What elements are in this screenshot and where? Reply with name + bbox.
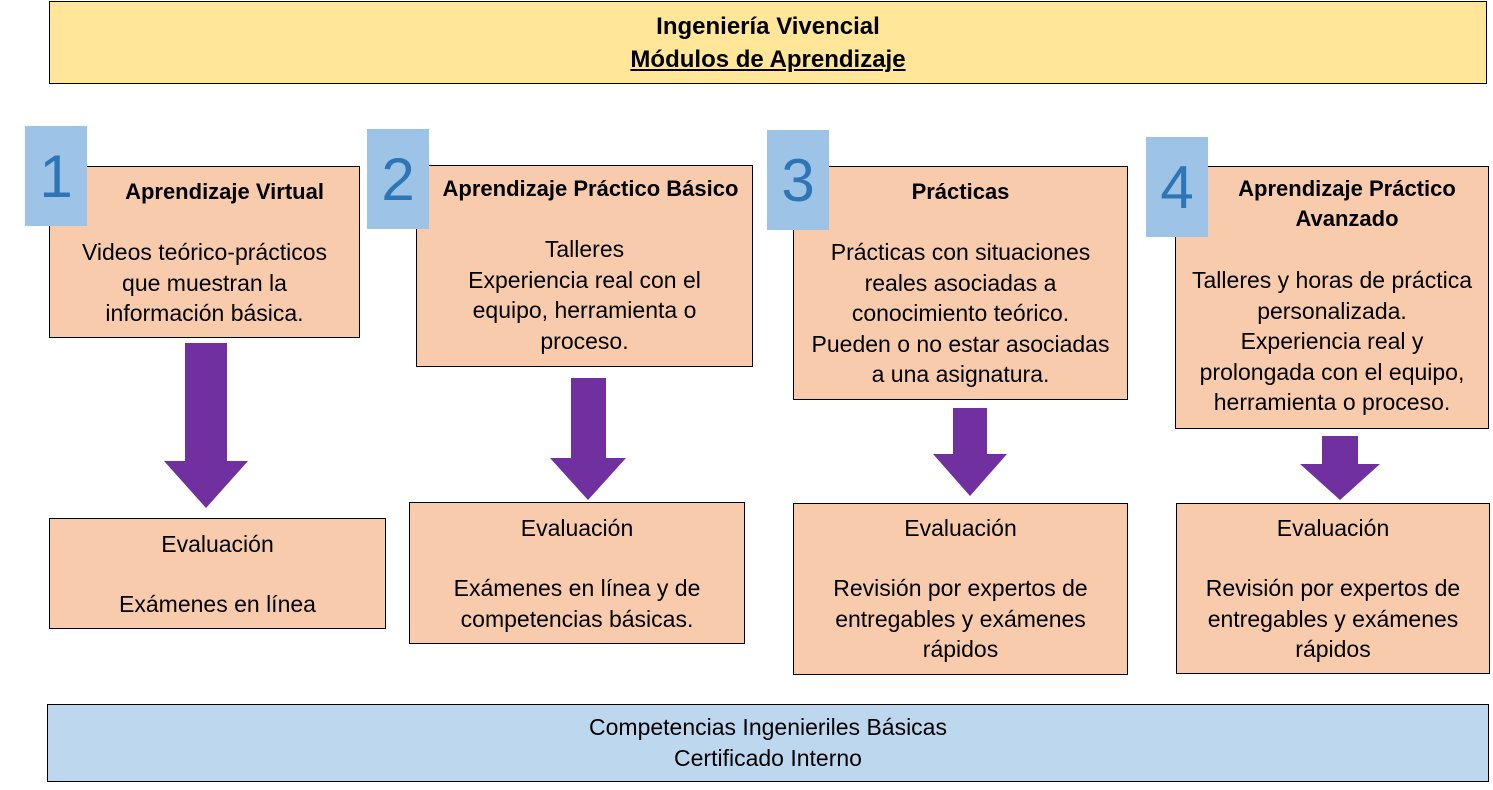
- diagram-header: Ingeniería Vivencial Módulos de Aprendiz…: [49, 1, 1487, 84]
- module-number-badge-4: 4: [1146, 137, 1208, 237]
- evaluation-title-2: Evaluación: [520, 515, 634, 541]
- module-description-2: Talleres Experiencia real con el equipo,…: [417, 234, 752, 356]
- evaluation-description-line: competencias básicas.: [460, 605, 694, 632]
- module-description-line: personalizada.: [1257, 297, 1407, 324]
- evaluation-description-line: Exámenes en línea: [119, 591, 316, 617]
- module-description-line: Experiencia real y: [1240, 328, 1424, 354]
- down-arrow-4: [1300, 436, 1380, 500]
- evaluation-description-1: Exámenes en línea: [50, 589, 385, 620]
- module-description-line: Prácticas con situaciones: [830, 239, 1091, 265]
- module-title-4: Aprendizaje Práctico Avanzado: [1206, 174, 1488, 234]
- header-title: Ingeniería Vivencial: [656, 12, 880, 40]
- evaluation-description-line: rápidos: [922, 636, 999, 662]
- evaluation-description-line: entregables y exámenes: [1207, 605, 1459, 632]
- module-number-badge-2: 2: [367, 129, 429, 229]
- evaluation-title-4: Evaluación: [1276, 515, 1390, 541]
- footer-line-1: Competencias Ingenieriles Básicas: [589, 714, 947, 740]
- evaluation-title-3: Evaluación: [904, 515, 1017, 541]
- module-description-4: Talleres y horas de práctica personaliza…: [1176, 265, 1488, 418]
- evaluation-description-4: Revisión por expertos de entregables y e…: [1177, 573, 1489, 665]
- module-description-line: a una asignatura.: [871, 361, 1050, 387]
- module-box-4: Aprendizaje Práctico Avanzado Talleres y…: [1175, 166, 1489, 429]
- competencies-footer: Competencias Ingenieriles Básicas Certif…: [47, 704, 1489, 782]
- module-box-1: Aprendizaje Virtual Videos teórico-práct…: [49, 166, 360, 338]
- module-description-line: proceso.: [540, 327, 629, 354]
- evaluation-description-line: entregables y exámenes: [835, 605, 1086, 632]
- footer-line-2: Certificado Interno: [674, 745, 862, 771]
- module-description-1: Videos teórico-prácticos que muestran la…: [50, 237, 359, 329]
- evaluation-description-line: Revisión por expertos de: [833, 575, 1088, 601]
- module-description-line: conocimiento teórico.: [851, 300, 1070, 326]
- module-description-line: Pueden o no estar asociadas: [811, 330, 1110, 357]
- module-description-line: reales asociadas a: [864, 269, 1057, 296]
- module-number-badge-3: 3: [767, 130, 829, 230]
- module-description-line: Talleres y horas de práctica: [1192, 267, 1472, 293]
- module-box-2: Aprendizaje Práctico Básico Talleres Exp…: [416, 165, 753, 367]
- evaluation-box-2: Evaluación Exámenes en línea y de compet…: [409, 502, 745, 644]
- evaluation-description-2: Exámenes en línea y de competencias bási…: [410, 573, 744, 634]
- module-box-3: Prácticas Prácticas con situaciones real…: [793, 166, 1128, 400]
- module-description-3: Prácticas con situaciones reales asociad…: [794, 237, 1127, 390]
- header-subtitle: Módulos de Aprendizaje: [630, 45, 906, 73]
- module-description-line: prolongada con el equipo,: [1199, 358, 1465, 385]
- evaluation-description-3: Revisión por expertos de entregables y e…: [794, 573, 1127, 665]
- module-description-line: Talleres: [544, 236, 625, 262]
- evaluation-title-1: Evaluación: [161, 531, 274, 557]
- module-title-line: Aprendizaje Práctico: [1238, 176, 1456, 201]
- module-description-line: herramienta o proceso.: [1213, 389, 1451, 415]
- module-title-2: Aprendizaje Práctico Básico: [442, 176, 739, 201]
- module-description-line: que muestran la: [122, 269, 287, 296]
- module-description-line: Videos teórico-prácticos: [81, 239, 328, 265]
- module-description-line: equipo, herramienta o: [472, 297, 697, 323]
- down-arrow-3: [933, 408, 1007, 496]
- module-number-badge-1: 1: [25, 126, 87, 226]
- evaluation-box-1: Evaluación Exámenes en línea: [49, 518, 386, 629]
- evaluation-box-3: Evaluación Revisión por expertos de entr…: [793, 503, 1128, 675]
- evaluation-box-4: Evaluación Revisión por expertos de entr…: [1176, 503, 1490, 674]
- evaluation-description-line: Revisión por expertos de: [1205, 575, 1461, 601]
- evaluation-description-line: Exámenes en línea y de: [453, 575, 701, 601]
- module-title-3: Prácticas: [911, 179, 1010, 204]
- down-arrow-2: [550, 378, 626, 500]
- module-description-line: información básica.: [105, 300, 304, 326]
- module-description-line: Experiencia real con el: [468, 266, 701, 293]
- module-title-line: Avanzado: [1295, 206, 1399, 231]
- down-arrow-1: [164, 343, 248, 508]
- evaluation-description-line: rápidos: [1295, 636, 1371, 662]
- module-title-1: Aprendizaje Virtual: [125, 179, 324, 204]
